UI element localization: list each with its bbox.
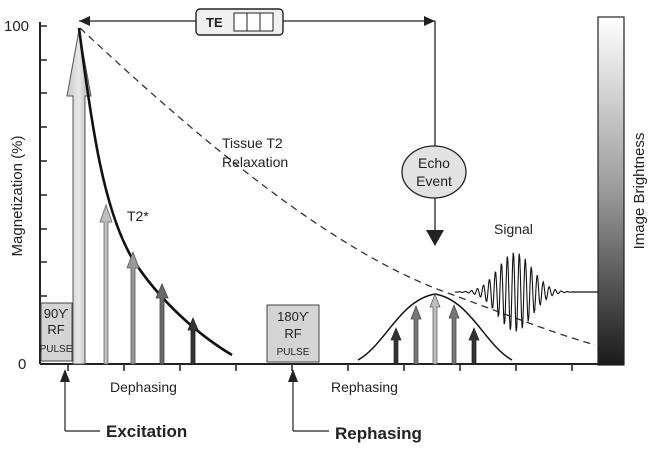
t2star-decay-curve xyxy=(77,27,233,357)
tissue-t2-line1: Tissue T2 xyxy=(222,135,283,151)
y-axis-ticks xyxy=(40,25,47,331)
echo-arrow-head xyxy=(426,230,444,246)
pulse-90-line2: RF xyxy=(47,322,64,337)
y-tick-100: 100 xyxy=(4,18,29,35)
pulse-180-box xyxy=(266,304,320,363)
pulse-180-line3: PULSE xyxy=(277,347,310,358)
rephasing-spins xyxy=(390,293,480,365)
rephase-spin-2 xyxy=(410,305,422,365)
tissue-t2-line2: Relaxation xyxy=(222,154,288,170)
signal-waveform xyxy=(454,252,575,332)
pulse-180-line2: RF xyxy=(284,326,301,341)
brightness-label: Image Brightness xyxy=(631,133,648,250)
dephase-spin-4 xyxy=(187,316,199,365)
pulse-180-line1: 180ϒ xyxy=(277,309,309,324)
x-axis-ticks xyxy=(67,364,573,371)
excitation-arrow xyxy=(66,29,92,365)
dephase-spin-3 xyxy=(155,282,169,365)
te-cell-2 xyxy=(246,12,261,32)
dephasing-label: Dephasing xyxy=(110,379,177,395)
excitation-label: Excitation xyxy=(106,422,187,441)
t2-relaxation-curve xyxy=(79,27,596,346)
echo-event-line2: Event xyxy=(416,173,452,189)
excitation-pointer-head xyxy=(60,369,70,382)
rephase-spin-4 xyxy=(448,304,460,365)
te-cell-3 xyxy=(259,12,274,32)
brightness-bar xyxy=(597,16,625,366)
dephasing-spins xyxy=(99,203,199,365)
rephase-spin-3 xyxy=(429,293,441,365)
rephasing-bold-label: Rephasing xyxy=(335,424,422,443)
te-cell-1 xyxy=(233,12,248,32)
echo-event-line1: Echo xyxy=(418,155,450,171)
te-label: TE xyxy=(206,15,223,30)
dephase-spin-1 xyxy=(99,203,113,365)
echo-event-bubble xyxy=(401,145,467,199)
rephase-spin-5 xyxy=(468,327,480,365)
rephasing-pointer-head xyxy=(288,369,298,382)
te-arrow-left xyxy=(79,16,90,26)
y-tick-0: 0 xyxy=(18,356,26,373)
t2star-label: T2* xyxy=(127,208,149,224)
rephase-spin-1 xyxy=(390,327,402,365)
rephasing-label: Rephasing xyxy=(331,379,398,395)
signal-label: Signal xyxy=(494,221,533,237)
dephase-spin-2 xyxy=(126,250,140,365)
pulse-90-line1: 90ϒ xyxy=(44,306,69,321)
te-arrow-right xyxy=(424,16,435,26)
pulse-90-line3: PULSE xyxy=(40,344,73,355)
y-axis-label: Magnetization (%) xyxy=(9,136,26,257)
pulse-90-box xyxy=(40,302,73,362)
